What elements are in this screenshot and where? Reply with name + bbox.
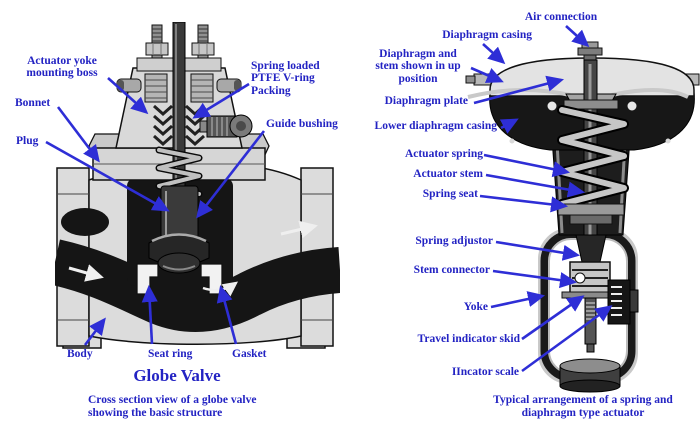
actuator-spring-adjustor xyxy=(575,234,607,263)
valve-studs xyxy=(145,24,215,59)
actuator-spring-seat xyxy=(557,203,625,216)
label-spring-seat: Spring seat xyxy=(422,188,478,200)
label-gasket: Gasket xyxy=(232,348,267,360)
label-body: Body xyxy=(67,348,93,360)
label-spring-adjustor: Spring adjustor xyxy=(415,235,493,247)
label-diaphragm-plate: Diaphragm plate xyxy=(384,95,468,107)
valve-side-fitting xyxy=(199,114,253,138)
label-seat-ring: Seat ring xyxy=(148,348,193,360)
label-stem-connector: Stem connector xyxy=(413,264,490,276)
label-actuator-yoke-mounting-boss: Actuator yoke mounting boss xyxy=(26,55,98,80)
label-diaphragm-stem-up-position: Diaphragm and stem shown in up position xyxy=(375,48,461,85)
right-figure-caption: Typical arrangement of a spring and diap… xyxy=(493,394,673,419)
label-actuator-spring: Actuator spring xyxy=(404,148,483,160)
label-bonnet: Bonnet xyxy=(15,97,51,109)
actuator-lower-stem xyxy=(584,297,597,353)
label-yoke: Yoke xyxy=(463,301,488,313)
label-travel-indicator-skid: Travel indicator skid xyxy=(417,333,520,345)
actuator-indicator-scale xyxy=(607,279,639,325)
left-figure-caption: Cross section view of a globe valve show… xyxy=(88,394,257,419)
left-figure-title: Globe Valve xyxy=(133,366,221,385)
label-lower-diaphragm-casing: Lower diaphragm casing xyxy=(374,120,497,132)
label-indicator-scale: IIncator scale xyxy=(451,366,519,378)
actuator-spring-coil xyxy=(557,105,629,209)
diaphragm-actuator-drawing xyxy=(465,41,700,393)
label-plug: Plug xyxy=(16,135,39,147)
actuator-mounting-boss xyxy=(559,358,621,393)
label-air-connection: Air connection xyxy=(524,11,598,23)
label-diaphragm-casing: Diaphragm casing xyxy=(442,29,532,41)
label-actuator-stem: Actuator stem xyxy=(413,168,483,180)
label-guide-bushing: Guide bushing xyxy=(266,118,338,130)
label-spring-loaded-packing: Spring loaded PTFE V-ring Packing xyxy=(251,60,320,97)
valve-plug xyxy=(148,185,210,274)
